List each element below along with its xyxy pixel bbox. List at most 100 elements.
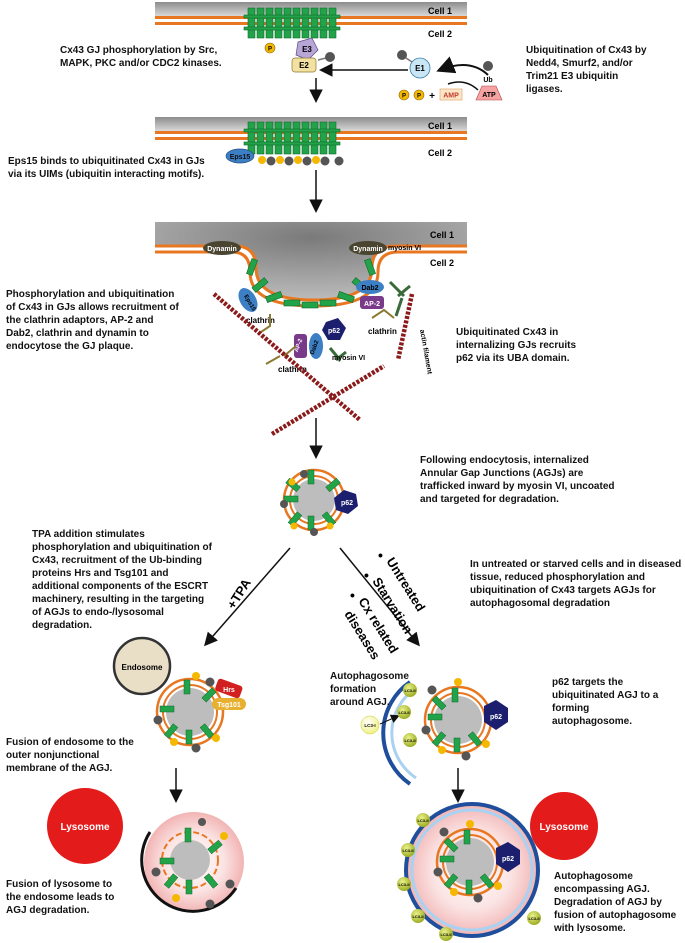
svg-text:LC3-II: LC3-II — [404, 738, 415, 743]
p62-bottom: p62 — [496, 842, 520, 872]
svg-text:clathrin: clathrin — [368, 327, 397, 336]
svg-text:•: • — [364, 567, 369, 583]
e2-enzyme: E2 — [291, 57, 317, 73]
endosome: Endosome — [112, 636, 172, 696]
amp-box: AMP — [439, 88, 463, 101]
p62-right: p62 — [484, 700, 508, 730]
svg-text:E1: E1 — [415, 64, 425, 73]
eps15-protein-1: Eps15 — [225, 148, 255, 164]
ubiquitin-1 — [317, 52, 335, 62]
svg-text:LC3-I: LC3-I — [364, 723, 375, 728]
svg-text:+: + — [429, 91, 435, 102]
agj-left — [153, 672, 225, 753]
dab2-right: Dab2 — [356, 280, 384, 294]
p62-agj: p62 — [334, 490, 358, 514]
arrow-tpa — [204, 547, 291, 647]
caption-tpa: TPA addition stimulates phosphorylation … — [32, 529, 212, 631]
ap2-center: AP-2 — [294, 334, 307, 358]
svg-text:LC3-II: LC3-II — [440, 932, 451, 937]
svg-text:•: • — [350, 587, 355, 603]
dab2-center: Dab2 — [309, 333, 323, 359]
gap-junction-2 — [243, 121, 341, 155]
pp-pair: P P + — [398, 89, 435, 102]
svg-text:Dab2: Dab2 — [310, 339, 321, 355]
caption-agj: Following endocytosis, internalized Annu… — [420, 455, 615, 505]
cell1-label: Cell 1 — [428, 6, 452, 16]
svg-text:p62: p62 — [490, 714, 502, 721]
dynamin-left: Dynamin — [203, 241, 241, 255]
svg-text:LC3-II: LC3-II — [398, 882, 409, 887]
caption-autophagosome-formation: Autophagosome formation around AGJ. — [330, 671, 409, 708]
myosin-label-top: myosin VI — [388, 245, 421, 252]
caption-p62: Ubiquitinated Cx43 in internalizing GJs … — [456, 327, 577, 364]
caption-autophagosome-encompassing: Autophagosome encompassing AGJ. Degradat… — [554, 871, 677, 934]
svg-text:ATP: ATP — [482, 92, 496, 99]
svg-text:p62: p62 — [328, 328, 340, 335]
dynamin-right: Dynamin — [349, 241, 387, 255]
ap2-right: AP-2 — [360, 296, 384, 309]
svg-text:P: P — [402, 94, 406, 100]
caption-ubiquitination: Ubiquitination of Cx43 by Nedd4, Smurf2,… — [526, 45, 647, 95]
caption-recruitment: Phosphorylation and ubiquitination of Cx… — [6, 289, 179, 352]
lc3-ii-bottom: LC3-II LC3-II LC3-II LC3-II LC3-II LC3-I… — [397, 813, 541, 941]
svg-text:clathrin: clathrin — [278, 365, 307, 374]
caption-eps15: Eps15 binds to ubiquitinated Cx43 in GJs… — [8, 156, 205, 180]
actin-label: actin filament — [418, 329, 433, 375]
eps15-left: Eps15 — [238, 288, 258, 313]
svg-text:Endosome: Endosome — [122, 663, 163, 672]
annular-gap-junction — [280, 468, 346, 536]
svg-text:p62: p62 — [502, 856, 514, 863]
svg-text:LC3-II: LC3-II — [402, 848, 413, 853]
svg-text:Tsg101: Tsg101 — [217, 702, 241, 709]
svg-text:myosin VI: myosin VI — [332, 355, 365, 362]
svg-text:P: P — [417, 94, 421, 100]
svg-text:clathrin: clathrin — [246, 316, 275, 325]
tsg101-protein: Tsg101 — [212, 698, 246, 710]
svg-text:Eps15: Eps15 — [230, 154, 251, 161]
svg-text:E2: E2 — [299, 61, 309, 70]
e1-enzyme: E1 — [397, 50, 431, 79]
phospho-p-1: P — [264, 42, 276, 54]
caption-endosome-fusion: Fusion of endosome to the outer nonjunct… — [6, 737, 134, 774]
myosin-right — [388, 280, 411, 317]
agj-degrading — [151, 818, 235, 909]
svg-text:Lysosome: Lysosome — [539, 822, 589, 833]
svg-text:Hrs: Hrs — [223, 687, 235, 694]
caption-p62-targets: p62 targets the ubiquitinated AGJ to a f… — [552, 677, 659, 727]
svg-text:P: P — [268, 47, 272, 53]
myosin-center: myosin VI — [328, 347, 365, 362]
svg-text:Dab2: Dab2 — [361, 285, 378, 292]
caption-untreated: In untreated or starved cells and in dis… — [470, 559, 682, 609]
ub-free: Ub — [483, 61, 493, 84]
arrow-untreated — [339, 547, 420, 647]
forming-autophagosome — [381, 680, 417, 786]
svg-text:Cell 1: Cell 1 — [428, 121, 452, 131]
svg-text:LC3-II: LC3-II — [412, 914, 423, 919]
lc3-ii-forming: LC3-II LC3-II LC3-II — [397, 683, 417, 747]
svg-text:p62: p62 — [341, 500, 353, 507]
svg-text:LC3-II: LC3-II — [398, 710, 409, 715]
svg-text:Ub: Ub — [483, 77, 492, 84]
p62-center: p62 — [322, 318, 346, 340]
svg-text:AP-2: AP-2 — [364, 301, 380, 308]
svg-text:AP-2: AP-2 — [294, 338, 305, 354]
svg-text:Cell 2: Cell 2 — [430, 258, 454, 268]
svg-text:AMP: AMP — [443, 93, 459, 100]
svg-text:•: • — [378, 547, 383, 563]
svg-text:E3: E3 — [302, 45, 312, 54]
clathrin-triskelia — [257, 308, 395, 365]
atp-box: ATP — [475, 85, 503, 101]
lc3-i-free: LC3-I — [360, 714, 400, 735]
atp-cycle-arrow — [436, 56, 489, 76]
svg-text:Cell 1: Cell 1 — [430, 230, 454, 240]
caption-lysosome-fusion: Fusion of lysosome to the endosome leads… — [6, 879, 115, 916]
hrs-protein: Hrs — [215, 678, 243, 699]
svg-text:LC3-II: LC3-II — [417, 818, 428, 823]
condition-list: • Untreated • Starvation • Cx related di… — [341, 547, 428, 662]
agj-right — [421, 678, 493, 761]
e3-ligase: E3 — [295, 37, 319, 61]
actin-filaments — [212, 292, 415, 436]
svg-text:Dynamin: Dynamin — [207, 246, 237, 253]
clathrin-labels: clathrin clathrin clathrin — [246, 316, 397, 374]
